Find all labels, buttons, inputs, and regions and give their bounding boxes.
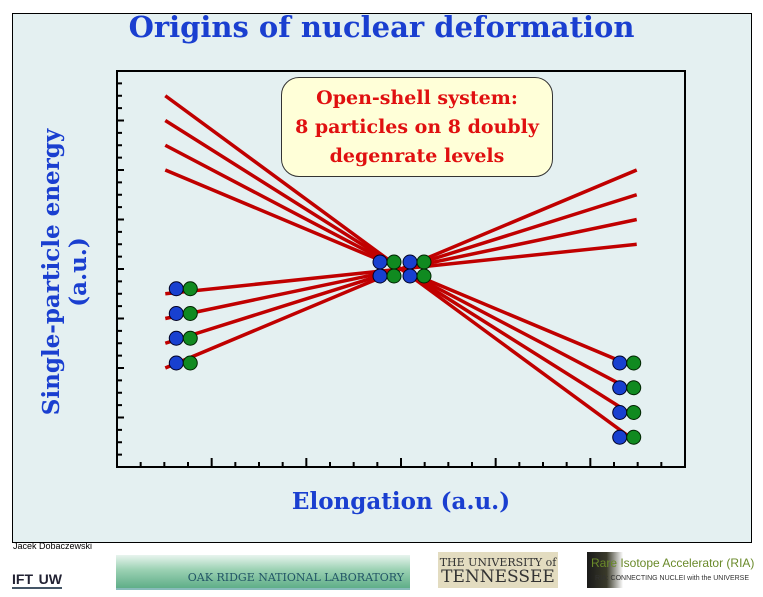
particle-green <box>416 268 432 284</box>
particle-blue <box>168 306 184 321</box>
ornl-text: OAK RIDGE NATIONAL LABORATORY <box>187 571 404 584</box>
particle-green <box>626 405 642 420</box>
author-name: Jacek Dobaczewski <box>13 541 93 551</box>
particle-green <box>386 254 402 270</box>
particle-green <box>182 281 198 297</box>
ria-text: Rare Isotope Accelerator (RIA) <box>591 556 755 570</box>
particle-green <box>182 355 198 371</box>
ift-text: IFT <box>12 571 33 587</box>
particle-blue <box>372 268 388 284</box>
particle-blue <box>372 254 388 270</box>
particle-green <box>182 330 198 346</box>
particle-green <box>182 306 198 321</box>
particle-green <box>626 429 642 445</box>
ift-uw-logo: IFT UW <box>12 553 62 589</box>
particle-green <box>626 355 642 371</box>
level-line-level-8 <box>164 168 638 370</box>
utk-text-main: TENNESSEE <box>441 567 555 587</box>
particle-blue <box>612 405 628 420</box>
particle-green <box>416 254 432 270</box>
particle-blue <box>612 380 628 396</box>
particle-blue <box>168 355 184 371</box>
slide-title: Origins of nuclear deformation <box>128 10 635 44</box>
x-axis-label: Elongation (a.u.) <box>291 488 511 515</box>
uw-text: UW <box>38 571 62 587</box>
particle-blue <box>612 355 628 371</box>
particle-green <box>626 380 642 396</box>
utk-logo: THE UNIVERSITY of TENNESSEE <box>438 552 558 588</box>
ria-subtext: RIA: CONNECTING NUCLEI with the UNIVERSE <box>594 575 749 582</box>
particle-blue <box>402 268 418 284</box>
utk-text-top: THE UNIVERSITY of <box>439 556 557 569</box>
callout-line: Open-shell system: <box>316 87 518 109</box>
particle-green <box>386 268 402 284</box>
ria-logo: Rare Isotope Accelerator (RIA) RIA: CONN… <box>587 552 755 588</box>
y-axis-label: Single-particle energy (a.u.) <box>38 128 92 416</box>
callout-line: degenrate levels <box>329 145 505 167</box>
particle-blue <box>612 429 628 445</box>
particle-blue <box>168 330 184 346</box>
callout-box: Open-shell system: 8 particles on 8 doub… <box>281 77 553 177</box>
particle-blue <box>402 254 418 270</box>
particle-blue <box>168 281 184 297</box>
ornl-logo: OAK RIDGE NATIONAL LABORATORY <box>116 555 410 590</box>
callout-line: 8 particles on 8 doubly <box>295 116 539 138</box>
